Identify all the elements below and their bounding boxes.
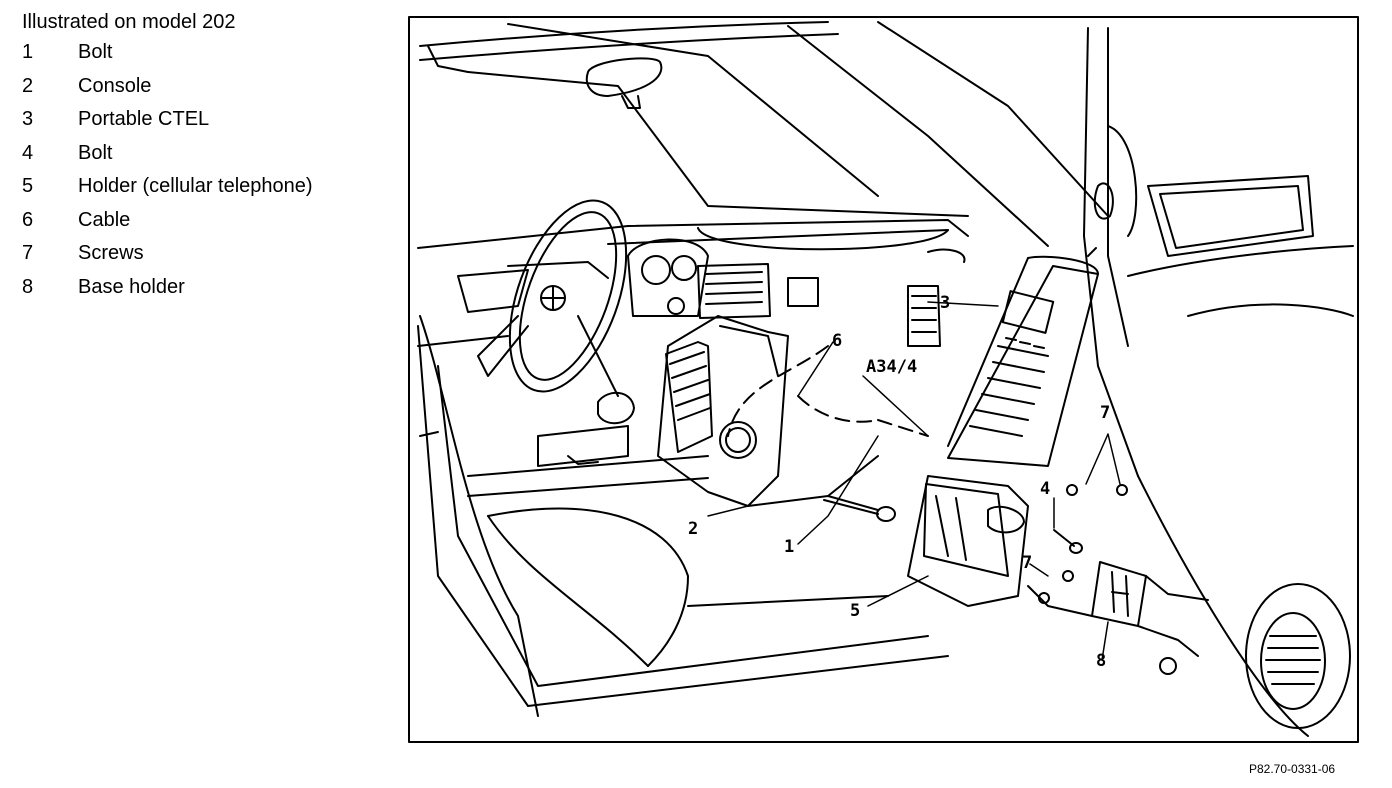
legend-number: 4 (22, 141, 34, 164)
legend-label: Portable CTEL (78, 108, 210, 130)
callout-7-lower: 7 (1022, 553, 1032, 573)
callout-1: 1 (784, 537, 794, 557)
legend-label: Bolt (78, 41, 113, 63)
callout-6: 6 (832, 331, 842, 351)
legend-item: 7 Screws (22, 237, 392, 271)
leader-lines (707, 301, 1121, 661)
center-console (657, 315, 879, 507)
floor-and-seat (417, 325, 949, 707)
phone-holder (907, 475, 1029, 607)
legend-number: 6 (22, 208, 34, 231)
legend-item: 3 Portable CTEL (22, 103, 392, 137)
callout-5: 5 (850, 601, 860, 621)
figure-code: P82.70-0331-06 (1249, 762, 1336, 776)
rearview-mirror (585, 57, 663, 109)
legend-item: 8 Base holder (22, 271, 392, 305)
legend-label: Bolt (78, 141, 113, 164)
steering-wheel (417, 199, 628, 397)
roof-and-windshield (419, 21, 1109, 247)
portable-ctel-phone (947, 247, 1099, 467)
callout-7-upper: 7 (1100, 403, 1110, 423)
legend-label: Base holder (78, 275, 185, 298)
callout-3: 3 (940, 293, 950, 313)
technical-illustration: 1 2 3 4 5 6 7 7 8 A34/4 (408, 16, 1359, 743)
component-label-a34-4: A34/4 (866, 357, 917, 377)
legend-title: Illustrated on model 202 (22, 11, 236, 33)
legend: Illustrated on model 202 1 Bolt 2 Consol… (22, 8, 392, 304)
legend-label: Console (78, 74, 152, 97)
bolt-1 (823, 495, 896, 522)
figure-frame (408, 16, 1359, 743)
legend-item: 6 Cable (22, 204, 392, 238)
legend-item: 4 Bolt (22, 137, 392, 171)
callout-4: 4 (1040, 479, 1050, 499)
screws-7 (1038, 484, 1128, 604)
bolt-4 (1053, 529, 1083, 554)
door-frame (1083, 27, 1354, 737)
callout-8: 8 (1096, 651, 1106, 671)
legend-item: 2 Console (22, 70, 392, 104)
legend-number: 8 (22, 275, 34, 298)
legend-number: 3 (22, 108, 34, 130)
callouts: 1 2 3 4 5 6 7 7 8 A34/4 (688, 293, 1110, 671)
cable-6 (727, 345, 929, 437)
legend-item: 1 Bolt (22, 36, 392, 70)
legend-number: 5 (22, 175, 34, 197)
legend-label: Screws (78, 242, 144, 264)
door-speaker (1245, 583, 1351, 729)
legend-label: Cable (78, 208, 131, 231)
instrument-cluster (627, 238, 709, 317)
legend-item: 5 Holder (cellular telephone) (22, 170, 392, 204)
car-interior-drawing: 1 2 3 4 5 6 7 7 8 A34/4 (408, 16, 1359, 743)
legend-number: 7 (22, 242, 34, 264)
legend-number: 1 (22, 41, 34, 63)
a-pillar (419, 315, 539, 717)
base-holder (1027, 561, 1209, 675)
legend-label: Holder (cellular telephone) (78, 175, 313, 197)
dashboard (417, 219, 969, 347)
callout-2: 2 (688, 519, 698, 539)
legend-number: 2 (22, 74, 34, 97)
